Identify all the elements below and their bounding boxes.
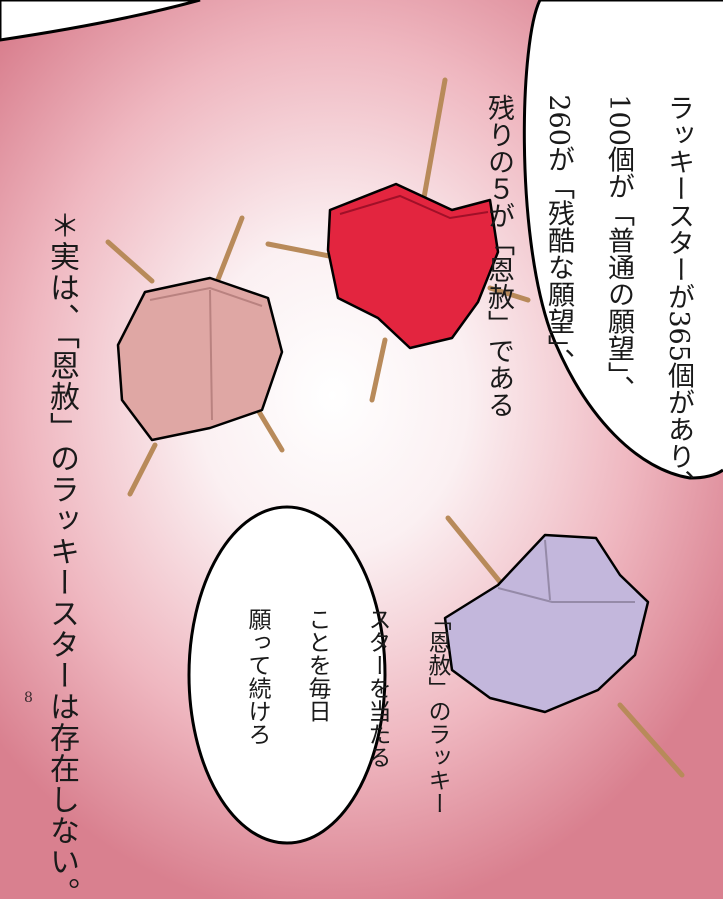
toothpick <box>127 442 158 497</box>
footnote: ＊実は、「恩赦」のラッキースターは存在しない。 <box>44 210 79 899</box>
red-star-body <box>326 182 500 350</box>
toothpick <box>487 285 531 303</box>
toothpick <box>252 402 285 453</box>
purple-star <box>443 515 685 778</box>
toothpick <box>445 515 508 591</box>
speech-bubble-1-line: 100個が「普通の願望」、 <box>603 94 634 403</box>
speech-bubble-1-line: 残りの５が「恩赦」である <box>483 94 514 419</box>
speech-bubble-2-line: ことを毎日 <box>304 607 330 723</box>
red-star <box>265 77 531 403</box>
speech-bubble-2-line: 願って続けろ <box>244 607 270 746</box>
speech-bubble-1-text: ラッキースターが365個があり、 100個が「普通の願望」、 260が「残酷な願… <box>453 60 723 497</box>
speech-bubble-1-line: 260が「残酷な願望」、 <box>543 94 574 376</box>
toothpick <box>105 239 155 284</box>
speech-bubble-2-text: 「恩赦」のラッキー スターを当たる ことを毎日 願って続けろ <box>212 578 482 814</box>
page-number: 8 <box>24 690 33 706</box>
toothpick <box>617 702 685 778</box>
panel-border-fragment <box>0 0 201 42</box>
toothpick <box>369 337 388 403</box>
speech-bubble-2-line: 「恩赦」のラッキー <box>424 607 450 815</box>
speech-bubble-2-line: スターを当たる <box>364 607 390 769</box>
purple-star-body <box>443 533 650 714</box>
speech-bubble-1-line: ラッキースターが365個があり、 <box>663 94 694 497</box>
pink-star-body <box>116 276 284 442</box>
speech-bubble-1 <box>522 0 723 480</box>
speech-bubble-2 <box>187 505 387 845</box>
pink-star <box>105 215 285 497</box>
